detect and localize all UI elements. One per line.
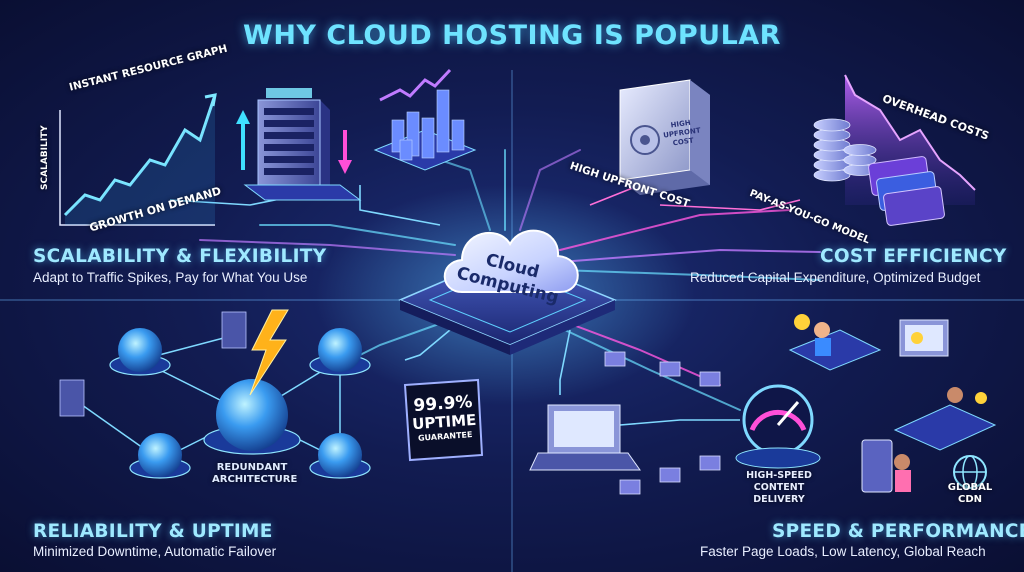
reliability-subtitle: Minimized Downtime, Automatic Failover bbox=[33, 544, 277, 559]
light-streaks bbox=[199, 149, 821, 411]
reliability-title: RELIABILITY & UPTIME bbox=[33, 521, 273, 542]
delivery-label: HIGH-SPEED CONTENT DELIVERY bbox=[733, 470, 825, 506]
reliability-network bbox=[59, 311, 371, 479]
uptime-badge bbox=[403, 378, 484, 462]
scalability-title: SCALABILITY & FLEXIBILITY bbox=[33, 246, 327, 267]
laptop-icon bbox=[529, 404, 641, 471]
uptime-label: 99.9% UPTIME GUARANTEE bbox=[406, 392, 481, 445]
redundant-label-line1: REDUNDANT bbox=[216, 462, 288, 473]
cloud-icon bbox=[443, 229, 579, 293]
safe-icon bbox=[619, 79, 710, 195]
city-blocks-icon bbox=[373, 68, 477, 171]
speed-subtitle: Faster Page Loads, Low Latency, Global R… bbox=[700, 544, 986, 559]
redundant-label: REDUNDANT ARCHITECTURE bbox=[212, 462, 298, 486]
cdn-label: GLOBAL CDN bbox=[945, 482, 995, 506]
delivery-label-line3: DELIVERY bbox=[753, 494, 805, 505]
coin-stack-icon bbox=[813, 118, 877, 182]
speedometer-icon bbox=[735, 384, 821, 469]
page-title: WHY CLOUD HOSTING IS POPULAR bbox=[243, 20, 781, 51]
delivery-label-line1: HIGH-SPEED bbox=[746, 470, 812, 481]
scalability-graph bbox=[59, 93, 217, 226]
cdn-globe-icon bbox=[953, 455, 987, 489]
cdn-label-line1: GLOBAL bbox=[947, 482, 993, 493]
user-desk-icons bbox=[788, 314, 997, 493]
delivery-label-line2: CONTENT bbox=[753, 482, 805, 493]
redundant-label-line2: ARCHITECTURE bbox=[212, 474, 298, 485]
server-tower-icon bbox=[236, 88, 362, 201]
safe-label: HIGH UPFRONT COST bbox=[660, 117, 703, 149]
envelope-icons bbox=[604, 351, 721, 495]
lightning-bolt-icon bbox=[249, 309, 289, 396]
cost-title: COST EFFICIENCY bbox=[820, 246, 1007, 267]
axis-label: SCALABILITY bbox=[40, 125, 50, 190]
cost-subtitle: Reduced Capital Expenditure, Optimized B… bbox=[690, 270, 981, 285]
cdn-label-line2: CDN bbox=[957, 494, 982, 505]
scalability-subtitle: Adapt to Traffic Spikes, Pay for What Yo… bbox=[33, 270, 308, 285]
speed-title: SPEED & PERFORMANCE bbox=[772, 521, 1024, 542]
credit-card-icon bbox=[868, 156, 945, 226]
